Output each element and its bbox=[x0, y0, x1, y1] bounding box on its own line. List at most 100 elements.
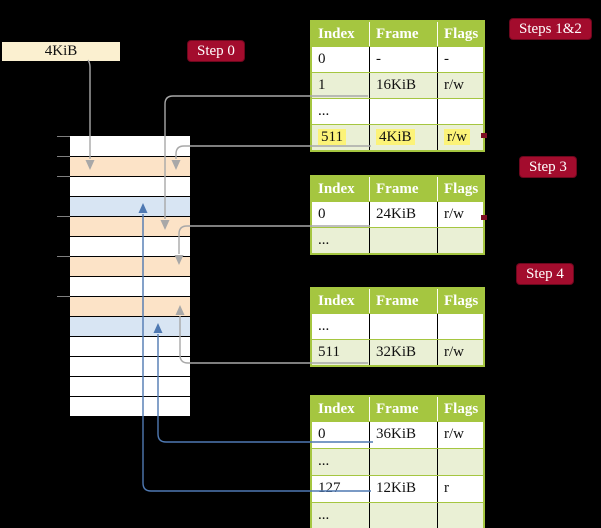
memory-frame-row bbox=[70, 376, 190, 396]
table-row: ... bbox=[312, 448, 483, 475]
table-cell: 36KiB bbox=[369, 422, 437, 448]
table-cell: 511 bbox=[312, 125, 369, 150]
memory-frame-row bbox=[70, 336, 190, 356]
tick-mark bbox=[57, 296, 70, 297]
tick-mark bbox=[57, 156, 70, 157]
memory-frame-row bbox=[70, 196, 190, 216]
table-cell: 511 bbox=[318, 344, 340, 360]
table-header-cell: Frame bbox=[369, 22, 437, 46]
tick-mark bbox=[57, 216, 70, 217]
table-header-cell: Index bbox=[312, 177, 369, 201]
table-header-cell: Flags bbox=[437, 177, 483, 201]
table-cell bbox=[437, 228, 483, 253]
highlighted-value: r/w bbox=[444, 129, 470, 145]
table-header-cell: Index bbox=[312, 289, 369, 313]
table-header-cell: Frame bbox=[369, 397, 437, 421]
table-cell bbox=[437, 99, 483, 124]
physical-memory-column bbox=[70, 136, 190, 416]
table-row: 0-- bbox=[312, 46, 483, 72]
table-row: ... bbox=[312, 98, 483, 124]
table-cell: 32KiB bbox=[369, 340, 437, 365]
memory-frame-row bbox=[70, 316, 190, 336]
table-cell: 127 bbox=[318, 480, 341, 496]
step-label-1-2: Steps 1&2 bbox=[510, 19, 591, 39]
table-cell: r/w bbox=[437, 340, 483, 365]
tick-mark bbox=[57, 176, 70, 177]
table-cell: - bbox=[437, 47, 483, 72]
memory-frame-row bbox=[70, 256, 190, 276]
table-cell bbox=[369, 228, 437, 253]
table-header-cell: Flags bbox=[437, 397, 483, 421]
current-row-pointer-marker bbox=[481, 215, 487, 220]
table-cell: r bbox=[437, 476, 483, 502]
table-cell bbox=[437, 449, 483, 475]
memory-frame-row bbox=[70, 236, 190, 256]
table-row: ... bbox=[312, 502, 483, 528]
table-header-cell: Frame bbox=[369, 289, 437, 313]
table-header-cell: Frame bbox=[369, 177, 437, 201]
table-cell: ... bbox=[318, 453, 330, 469]
table-cell bbox=[369, 503, 437, 528]
table-cell: 4KiB bbox=[369, 125, 437, 150]
memory-frame-row bbox=[70, 396, 190, 416]
memory-frame-row bbox=[70, 356, 190, 376]
table-row: ... bbox=[312, 313, 483, 339]
table-cell: ... bbox=[318, 232, 330, 248]
memory-frame-row bbox=[70, 216, 190, 236]
table-cell: 0 bbox=[318, 426, 326, 442]
tick-mark bbox=[57, 256, 70, 257]
frame-size-box: 4KiB bbox=[2, 42, 120, 61]
table-cell: ... bbox=[318, 507, 330, 523]
table-cell: ... bbox=[318, 318, 330, 334]
step-label-3: Step 3 bbox=[520, 157, 576, 177]
highlighted-value: 511 bbox=[318, 129, 346, 145]
table-cell: 24KiB bbox=[369, 202, 437, 227]
table-cell bbox=[369, 99, 437, 124]
step-label-4: Step 4 bbox=[517, 264, 573, 284]
table-cell: 0 bbox=[318, 51, 326, 67]
step-label-0: Step 0 bbox=[188, 41, 244, 61]
tick-mark bbox=[57, 136, 70, 137]
table-cell: 12KiB bbox=[369, 476, 437, 502]
table-cell: r/w bbox=[437, 422, 483, 448]
memory-frame-row bbox=[70, 276, 190, 296]
memory-frame-row bbox=[70, 136, 190, 156]
table-cell: 0 bbox=[318, 206, 326, 222]
table-header-cell: Index bbox=[312, 397, 369, 421]
highlighted-value: 4KiB bbox=[376, 129, 415, 145]
table-cell bbox=[369, 449, 437, 475]
table-cell: ... bbox=[318, 103, 330, 119]
current-row-pointer-marker bbox=[481, 133, 487, 138]
frame-size-label: 4KiB bbox=[44, 43, 78, 59]
table-header-cell: Flags bbox=[437, 289, 483, 313]
table-header-cell: Index bbox=[312, 22, 369, 46]
table-cell: r/w bbox=[437, 73, 483, 98]
memory-frame-row bbox=[70, 176, 190, 196]
table-cell bbox=[437, 314, 483, 339]
table-cell: 1 bbox=[318, 77, 326, 93]
memory-frame-row bbox=[70, 296, 190, 316]
table-cell: r/w bbox=[437, 125, 483, 150]
table-cell: 16KiB bbox=[369, 73, 437, 98]
table-header-cell: Flags bbox=[437, 22, 483, 46]
table-row: 511 4KiB r/w bbox=[312, 124, 483, 150]
table-row: ... bbox=[312, 227, 483, 253]
table-cell: r/w bbox=[437, 202, 483, 227]
memory-frame-row bbox=[70, 156, 190, 176]
table-cell bbox=[369, 314, 437, 339]
table-cell bbox=[437, 503, 483, 528]
